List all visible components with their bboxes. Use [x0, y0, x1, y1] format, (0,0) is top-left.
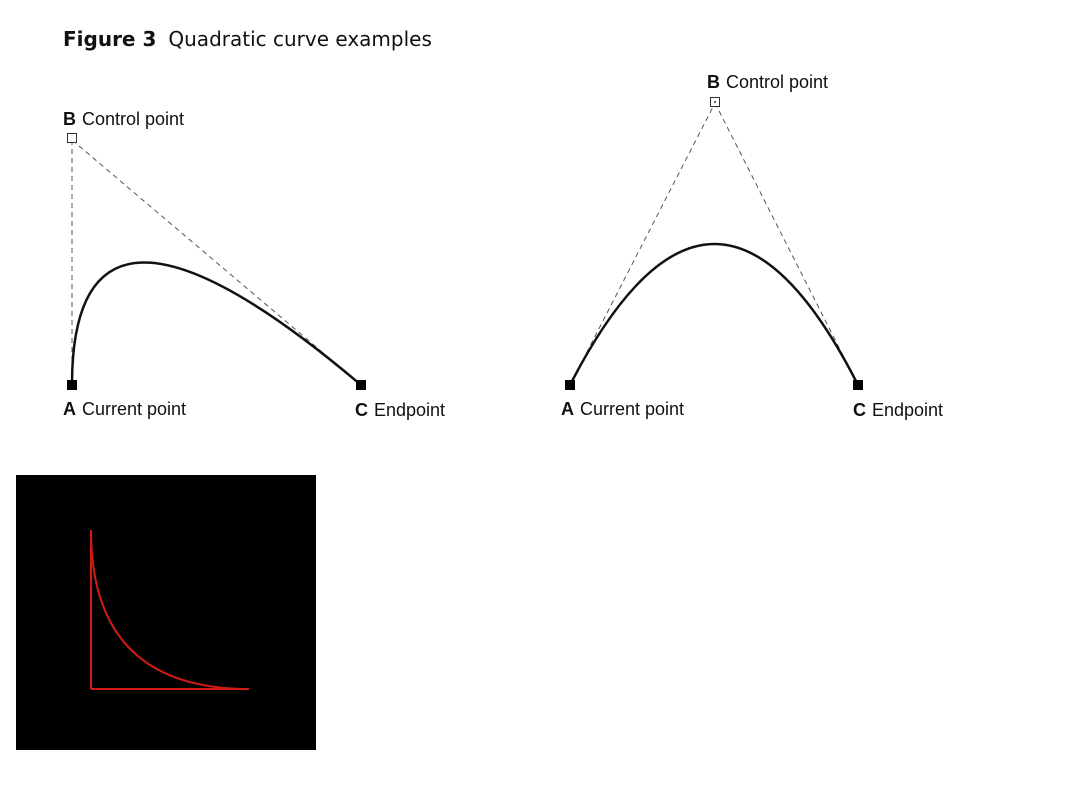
tangent-line-bc: [714, 102, 859, 386]
canvas-curve-render: [90, 529, 250, 690]
current-point-marker: [565, 380, 575, 390]
quadratic-curve: [568, 243, 860, 386]
quadratic-curve: [70, 261, 362, 386]
endpoint-marker: [356, 380, 366, 390]
control-point-dot: [714, 101, 716, 103]
endpoint-marker: [853, 380, 863, 390]
figure-caption: Quadratic curve examples: [168, 27, 432, 51]
figure-number: Figure 3: [63, 27, 157, 51]
tangent-line-ab: [569, 102, 716, 386]
control-point-marker: [67, 133, 77, 143]
figure-title: Figure 3 Quadratic curve examples: [63, 27, 432, 51]
canvas-quadratic-curve: [90, 529, 250, 690]
canvas-preview: [16, 475, 316, 750]
current-point-marker: [67, 380, 77, 390]
tangent-line-bc: [71, 139, 362, 386]
